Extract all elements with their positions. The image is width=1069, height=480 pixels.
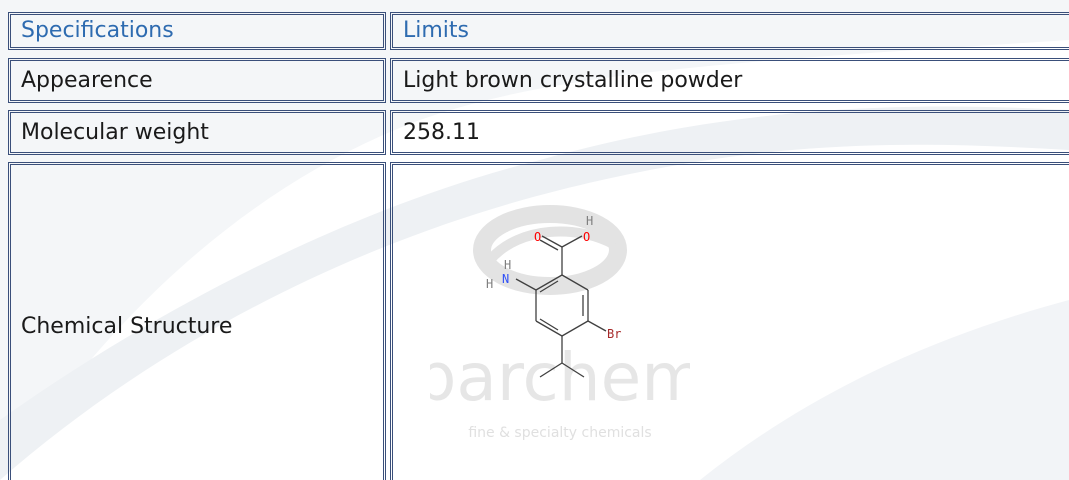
- atom-bromine: Br: [607, 327, 621, 341]
- atom-amine-nitrogen: N: [502, 272, 509, 286]
- watermark-brand: parchem: [430, 339, 690, 416]
- row-molecular-weight-limit: 258.11: [390, 110, 1069, 155]
- header-specifications-label: Specifications: [21, 18, 174, 43]
- chemical-structure-image: parchem fine & specialty chemicals: [430, 205, 690, 441]
- chemical-structure-label: Chemical Structure: [21, 314, 233, 339]
- row-appearance-spec: Appearence: [8, 58, 386, 103]
- row-chemical-structure-spec: Chemical Structure: [8, 162, 386, 480]
- header-limits-label: Limits: [403, 18, 469, 43]
- atom-amine-hydrogen-left: H: [486, 277, 493, 291]
- row-chemical-structure-limit: [390, 162, 1069, 480]
- row-molecular-weight-spec: Molecular weight: [8, 110, 386, 155]
- atom-oxygen: O: [534, 230, 541, 244]
- molecule-bonds: [515, 235, 607, 378]
- header-limits: Limits: [390, 12, 1069, 50]
- header-specifications: Specifications: [8, 12, 386, 50]
- watermark-tagline: fine & specialty chemicals: [468, 425, 651, 441]
- atom-hydroxyl-hydrogen: H: [586, 214, 593, 228]
- atom-hydroxyl-oxygen: O: [583, 230, 590, 244]
- row-appearance-limit: Light brown crystalline powder: [390, 58, 1069, 103]
- molecular-weight-label: Molecular weight: [21, 119, 209, 145]
- appearance-label: Appearence: [21, 67, 153, 93]
- molecular-weight-value: 258.11: [403, 119, 480, 145]
- atom-amine-hydrogen-top: H: [504, 258, 511, 272]
- appearance-value: Light brown crystalline powder: [403, 67, 743, 93]
